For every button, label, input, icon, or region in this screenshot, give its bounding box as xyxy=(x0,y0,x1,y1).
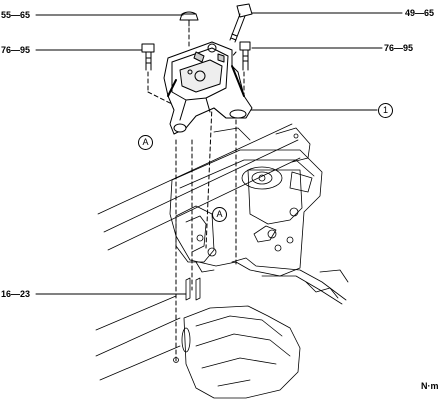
right-bolt xyxy=(239,41,251,71)
reference-callout-a-upper: A xyxy=(138,135,153,150)
torque-label-bottom: 16—23 xyxy=(1,289,31,299)
engine-assembly xyxy=(95,123,349,399)
left-bolt xyxy=(141,43,155,71)
torque-label-nut-top: 55—65 xyxy=(1,10,31,20)
leader-lines xyxy=(35,12,403,295)
reference-callout-a-lower: A xyxy=(212,207,227,222)
top-nut xyxy=(179,11,199,27)
top-right-bolt xyxy=(229,3,253,43)
unit-label: N·m xyxy=(421,381,439,391)
torque-label-bolt-top-right: 49—65 xyxy=(405,8,435,18)
engine-mount-bracket xyxy=(163,41,253,135)
torque-label-bolt-left: 76—95 xyxy=(1,45,31,55)
part-callout-1: 1 xyxy=(378,103,393,118)
torque-label-bolt-right: 76—95 xyxy=(384,43,414,53)
